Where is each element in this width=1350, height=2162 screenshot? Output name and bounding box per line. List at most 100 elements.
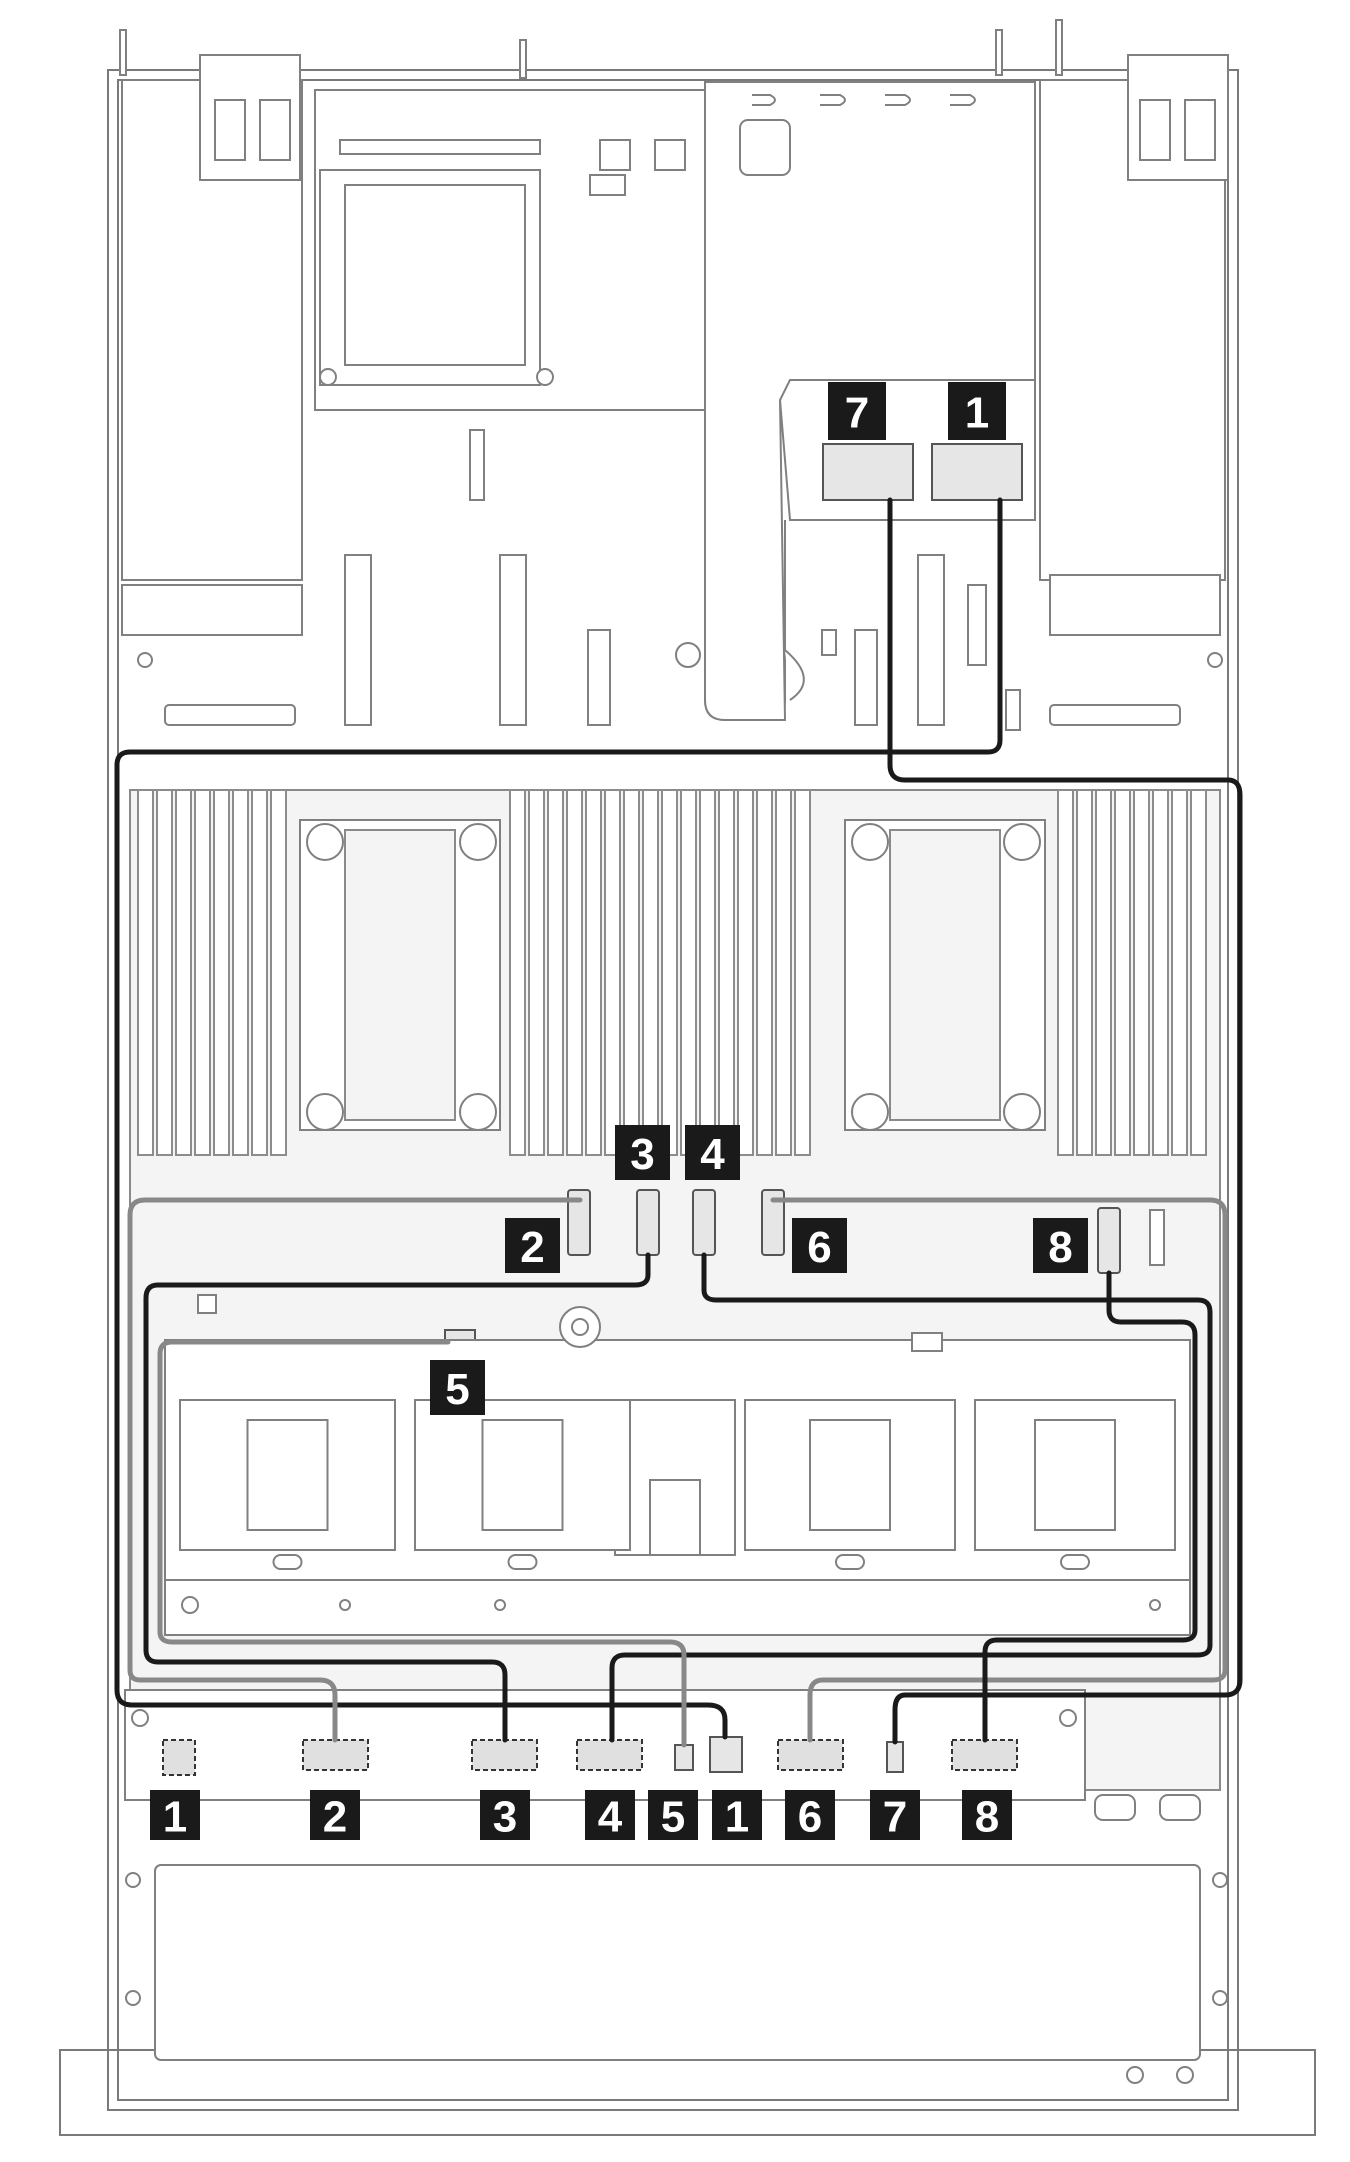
callout-bp-6: 6 — [785, 1790, 835, 1842]
board-connector-4 — [692, 1189, 716, 1256]
backplane-connector-1b — [709, 1736, 743, 1773]
dimm-slot — [232, 789, 249, 1156]
fan-blade — [1034, 1419, 1116, 1531]
cable-4 — [609, 1252, 1213, 1743]
dimm-slot — [194, 789, 211, 1156]
dimm-slot — [661, 789, 678, 1156]
callout-box — [685, 1125, 740, 1180]
cable-riser1-to-bp1 — [114, 497, 1003, 1740]
dimm-slot — [604, 789, 621, 1156]
callout-number: 6 — [807, 1223, 831, 1272]
dimm-slot — [680, 789, 697, 1156]
rear-headers — [137, 652, 1223, 726]
dimm-slot — [1152, 789, 1169, 1156]
fan-blade — [246, 1419, 329, 1531]
dimm-slot — [528, 789, 545, 1156]
power-supply-left — [121, 54, 303, 636]
dimm-slot — [642, 789, 659, 1156]
callout-bp-7: 7 — [870, 1790, 920, 1842]
board-connector-6 — [761, 1189, 785, 1256]
board-connectors — [444, 1189, 1165, 1355]
fan-latch — [1060, 1554, 1090, 1570]
dimm-slot — [1095, 789, 1112, 1156]
dimm-slot — [270, 789, 287, 1156]
backplane-connector-5 — [674, 1744, 694, 1771]
callout-box — [150, 1790, 200, 1840]
dimm-slot — [794, 789, 811, 1156]
callout-number: 7 — [845, 389, 869, 438]
fans — [179, 1399, 1176, 1570]
dimm-slot — [756, 789, 773, 1156]
backplane-connector-3 — [471, 1739, 538, 1771]
callout-number: 8 — [975, 1793, 999, 1842]
power-supply-right — [1039, 54, 1229, 636]
dimm-slot — [1133, 789, 1150, 1156]
board-connector-8 — [1097, 1207, 1121, 1274]
cable-6 — [770, 1197, 1228, 1743]
pcie-slots — [344, 554, 1021, 731]
callout-bp-4: 4 — [585, 1790, 635, 1842]
backplane-connector-4 — [576, 1739, 643, 1771]
dimm-slot — [623, 789, 640, 1156]
callout-bp-1b: 1 — [712, 1790, 762, 1842]
dimm-slot — [737, 789, 754, 1156]
backplane-connector-2 — [302, 1739, 369, 1771]
cable-3 — [143, 1252, 651, 1743]
callout-number: 5 — [661, 1793, 685, 1842]
dimm-slots-right — [1057, 789, 1207, 1156]
callout-riser-7: 7 — [828, 382, 886, 440]
callout-box — [430, 1360, 485, 1415]
board-connector-3 — [636, 1189, 660, 1256]
callout-box — [310, 1790, 360, 1840]
dimm-slot — [156, 789, 173, 1156]
fan-latch — [507, 1554, 538, 1570]
dimm-slot — [1114, 789, 1131, 1156]
callout-box — [585, 1790, 635, 1840]
callout-box — [962, 1790, 1012, 1840]
callout-number: 7 — [883, 1793, 907, 1842]
callout-number: 1 — [725, 1793, 749, 1842]
riser-connector-1 — [931, 443, 1023, 501]
callout-board-4: 4 — [685, 1125, 740, 1180]
fan-blade — [809, 1419, 891, 1531]
callout-riser-1: 1 — [948, 382, 1006, 440]
callout-number: 3 — [493, 1793, 517, 1842]
callout-bp-1a: 1 — [150, 1790, 200, 1842]
fan-latch — [272, 1554, 303, 1570]
backplane-connector-8 — [951, 1739, 1018, 1771]
processor-2 — [844, 819, 1046, 1131]
dimm-slots-middle — [509, 789, 811, 1156]
cable-2 — [127, 1197, 583, 1743]
backplane-connector-1a — [162, 1739, 196, 1776]
dimm-slot — [213, 789, 230, 1156]
callout-box — [648, 1790, 698, 1840]
callout-box — [505, 1218, 560, 1273]
dimm-slot — [1076, 789, 1093, 1156]
fan-latch — [835, 1554, 865, 1570]
cable-5 — [157, 1339, 687, 1748]
dimm-slot — [137, 789, 154, 1156]
callout-number: 4 — [700, 1130, 725, 1179]
drive-bays — [125, 1864, 1228, 2084]
callout-number: 1 — [965, 389, 989, 438]
dimm-slot — [585, 789, 602, 1156]
dimm-slot — [1171, 789, 1188, 1156]
callout-bp-2: 2 — [310, 1790, 360, 1842]
callout-number: 6 — [798, 1793, 822, 1842]
fan-blade — [481, 1419, 564, 1531]
backplane-connector-6 — [777, 1739, 844, 1771]
dimm-slot — [699, 789, 716, 1156]
dimm-slot — [718, 789, 735, 1156]
riser-connector-7 — [822, 443, 914, 501]
callout-box — [615, 1125, 670, 1180]
callout-box — [785, 1790, 835, 1840]
callout-board-3: 3 — [615, 1125, 670, 1180]
callout-number: 3 — [630, 1130, 654, 1179]
callout-box — [712, 1790, 762, 1840]
dimm-slot — [566, 789, 583, 1156]
callout-board-8: 8 — [1033, 1218, 1088, 1273]
callout-bp-5: 5 — [648, 1790, 698, 1842]
ocp-module-area — [314, 89, 706, 501]
